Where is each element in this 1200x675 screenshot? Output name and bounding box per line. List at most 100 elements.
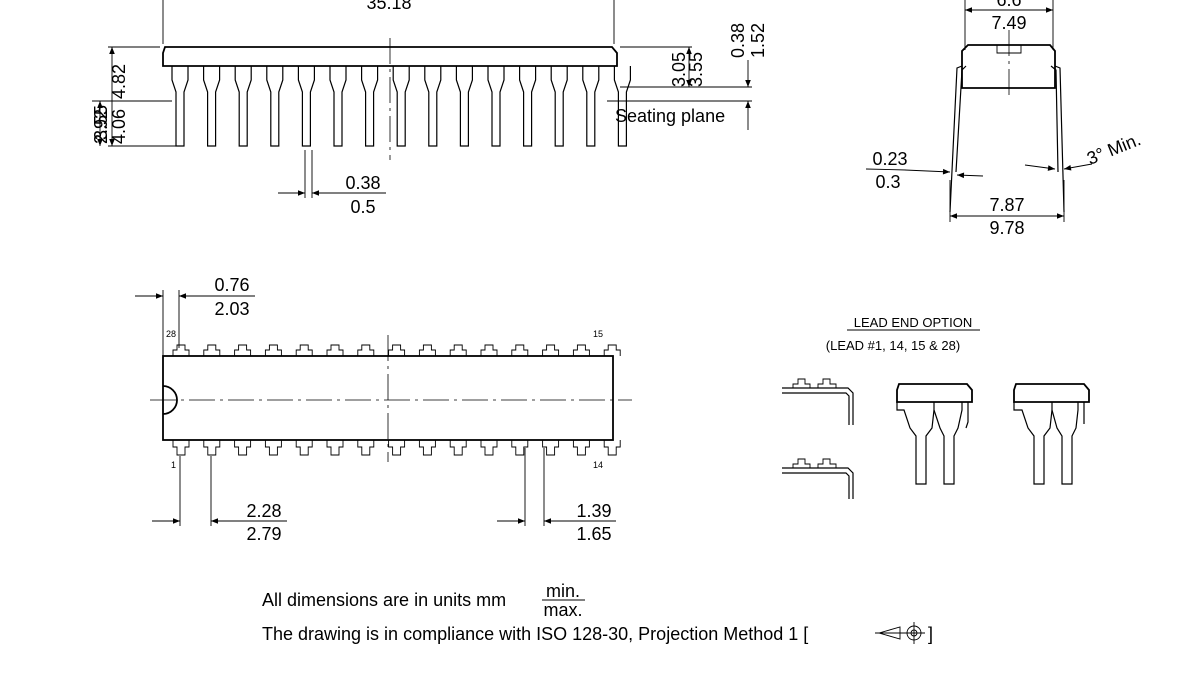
side-lead xyxy=(171,66,189,147)
side-lead xyxy=(361,66,379,147)
body-width-dimension: 6.6 7.49 xyxy=(964,0,1054,50)
side-lead xyxy=(519,66,537,147)
bottom-pin xyxy=(542,440,560,456)
top-pin xyxy=(326,344,344,356)
notes: All dimensions are in units mm min. max.… xyxy=(262,581,933,644)
body-height-top-label: 3.05 xyxy=(669,52,689,87)
units-min: min. xyxy=(546,581,580,601)
lead-thickness-min-label: 0.23 xyxy=(872,149,907,169)
top-pin xyxy=(542,344,560,356)
top-pin xyxy=(295,344,313,356)
lead-end-variant-b xyxy=(1013,383,1090,485)
end-body xyxy=(961,44,1056,89)
bottom-pin xyxy=(203,440,221,456)
top-pin xyxy=(234,344,252,356)
bottom-pin xyxy=(572,440,590,456)
pin-1-label: 1 xyxy=(171,460,176,470)
side-lead xyxy=(550,66,568,147)
side-lead xyxy=(234,66,252,147)
side-lead xyxy=(613,66,631,147)
side-lead xyxy=(424,66,442,147)
corner-detail-bottom xyxy=(782,458,854,499)
compliance-close: ] xyxy=(928,624,933,644)
top-pins xyxy=(172,344,621,456)
bottom-pin xyxy=(511,440,529,456)
pitch-min-label: 2.28 xyxy=(246,501,281,521)
units-max: max. xyxy=(543,600,582,620)
end-lead-left xyxy=(949,65,963,213)
lead-end-option-subtitle: (LEAD #1, 14, 15 & 28) xyxy=(826,338,960,353)
top-pin xyxy=(203,344,221,356)
body-width-min-label: 6.6 xyxy=(996,0,1021,10)
bottom-pin xyxy=(295,440,313,456)
lead-thickness-max-label: 0.3 xyxy=(875,172,900,192)
lead-end-option-title: LEAD END OPTION xyxy=(854,315,972,330)
lead-end-option: LEAD END OPTION (LEAD #1, 14, 15 & 28) xyxy=(782,315,1090,499)
top-pin xyxy=(511,344,529,356)
top-pin xyxy=(480,344,498,356)
side-leads xyxy=(171,66,631,147)
length-label: 35.18 xyxy=(366,0,411,13)
top-pin xyxy=(572,344,590,356)
top-pin xyxy=(172,344,190,356)
projection-symbol-icon xyxy=(875,622,925,644)
pitch-max-label: 2.79 xyxy=(246,524,281,544)
pitch-dimension: 2.28 2.79 xyxy=(152,456,287,544)
side-lead xyxy=(297,66,315,147)
seating-plane-label: Seating plane xyxy=(615,106,725,126)
body-height-bottom-label: 3.55 xyxy=(686,52,706,87)
lead-pad-dimension: 1.39 1.65 xyxy=(497,448,616,544)
top-pin xyxy=(418,344,436,356)
lead-pad-min-label: 1.39 xyxy=(576,501,611,521)
pin1-notch xyxy=(162,385,178,415)
lead-pad-max-label: 1.65 xyxy=(576,524,611,544)
lead-span-max-label: 9.78 xyxy=(989,218,1024,238)
units-note: All dimensions are in units mm xyxy=(262,590,506,610)
bottom-pin xyxy=(603,440,621,456)
bottom-pin xyxy=(480,440,498,456)
side-lead xyxy=(582,66,600,147)
lead-height-bottom-label: 4.82 xyxy=(109,64,129,99)
bottom-pin xyxy=(172,440,190,456)
end-gap-min-label: 0.76 xyxy=(214,275,249,295)
pin-28-label: 28 xyxy=(166,329,176,339)
end-view: 6.6 7.49 0.23 0.3 3° Min. 7.87 9.78 xyxy=(865,0,1144,238)
seat-offset-top-label: 0.38 xyxy=(728,23,748,58)
seat-offset-bottom-label: 1.52 xyxy=(748,23,768,58)
top-view: 0.76 2.03 28 15 1 14 2.28 2.79 xyxy=(135,275,632,544)
lead-span-min-label: 7.87 xyxy=(989,195,1024,215)
bottom-pin xyxy=(234,440,252,456)
angle-label: 3° Min. xyxy=(1084,129,1144,169)
body-width-max-label: 7.49 xyxy=(991,13,1026,33)
length-dimension: 35.18 xyxy=(162,0,615,44)
standoff-bottom-label: 4.06 xyxy=(109,109,129,144)
pin-14-label: 14 xyxy=(593,460,603,470)
side-lead xyxy=(329,66,347,147)
right-height-dimensions: 3.05 3.55 0.38 1.52 Seating plane xyxy=(607,23,768,130)
pin-15-label: 15 xyxy=(593,329,603,339)
end-gap-max-label: 2.03 xyxy=(214,299,249,319)
standoff-top-label: 2.92 xyxy=(91,109,111,144)
bottom-pin xyxy=(326,440,344,456)
lead-end-variant-a xyxy=(896,383,973,485)
top-pin xyxy=(603,344,621,356)
top-pin xyxy=(357,344,375,356)
bottom-pin xyxy=(357,440,375,456)
side-lead xyxy=(487,66,505,147)
lead-width-dimension: 0.38 0.5 xyxy=(278,150,386,217)
side-view: 35.18 3.55 4.82 2.92 4.06 3.05 xyxy=(91,0,768,217)
side-lead xyxy=(392,66,410,147)
top-pin xyxy=(388,344,406,356)
corner-detail-top xyxy=(782,378,854,425)
end-lead-right xyxy=(1054,65,1065,213)
bottom-pin xyxy=(449,440,467,456)
top-pin xyxy=(264,344,282,356)
lead-width-max-label: 0.5 xyxy=(350,197,375,217)
bottom-pin xyxy=(388,440,406,456)
lead-width-min-label: 0.38 xyxy=(345,173,380,193)
top-pin xyxy=(449,344,467,356)
side-lead xyxy=(266,66,284,147)
side-body xyxy=(162,46,618,67)
compliance-note: The drawing is in compliance with ISO 12… xyxy=(262,624,808,644)
